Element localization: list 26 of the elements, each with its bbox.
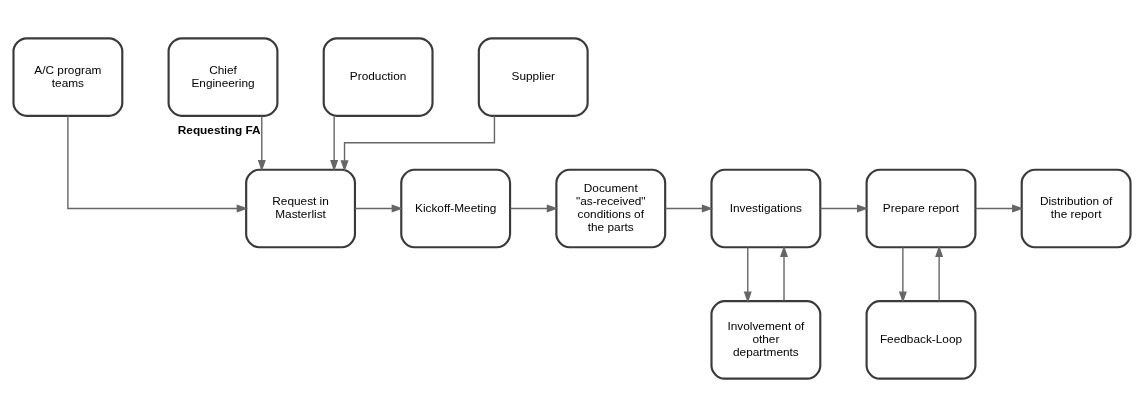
node-box: Chief Engineering <box>167 36 279 117</box>
arrow <box>340 114 496 172</box>
arrow <box>975 204 1024 212</box>
node-box: Prepare report <box>865 168 977 248</box>
node-box: Involvement of other departments <box>710 299 822 380</box>
arrow <box>898 246 907 303</box>
node-box: Distribution of the report <box>1020 168 1132 248</box>
arrow <box>819 204 869 212</box>
node-box: A/C program teams <box>12 36 124 117</box>
arrow <box>509 204 559 212</box>
arrow <box>354 204 404 212</box>
arrow <box>664 204 714 212</box>
arrow <box>257 114 266 171</box>
arrow <box>935 245 944 302</box>
arrow <box>780 245 788 302</box>
node-box: Investigations <box>710 168 822 248</box>
arrow <box>67 114 249 212</box>
edge-label: Requesting FA <box>177 122 261 137</box>
node-box: Feedback-Loop <box>865 299 977 380</box>
node-box: Supplier <box>477 36 589 117</box>
node-box: Request in Masterlist <box>245 168 357 248</box>
node-box: Production <box>322 36 434 117</box>
node-box: Document "as-received" conditions of the parts <box>555 168 667 248</box>
arrow <box>330 114 339 171</box>
arrow <box>743 246 752 303</box>
node-box: Kickoff-Meeting <box>400 168 512 248</box>
